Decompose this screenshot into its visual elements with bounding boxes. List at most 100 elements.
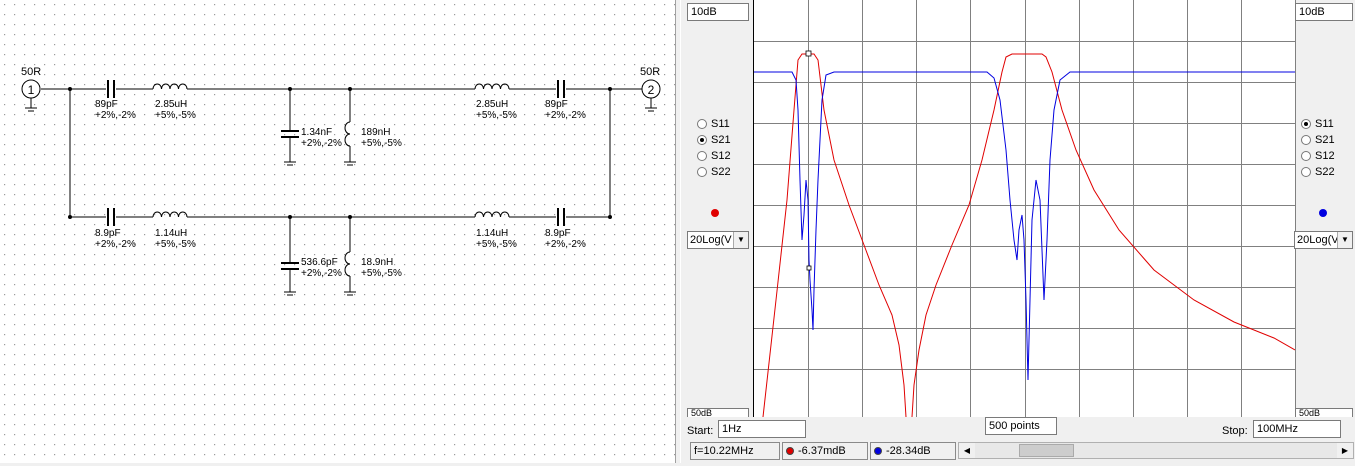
right-param-s22[interactable]: S22: [1301, 164, 1335, 179]
component-value: 189nH: [361, 127, 390, 138]
port-1[interactable]: 1 50R: [21, 66, 41, 99]
component-l3[interactable]: 2.85uH+5%,-5%: [476, 99, 517, 121]
right-param-s12[interactable]: S12: [1301, 148, 1335, 163]
port-2-number: 2: [648, 83, 655, 97]
param-label: S22: [1315, 165, 1335, 178]
status-blue-readout: -28.34dB: [870, 442, 956, 460]
left-param-s21[interactable]: S21: [697, 132, 731, 147]
frequency-readout: f=10.22MHz: [694, 445, 754, 457]
points-input[interactable]: 500 points: [985, 417, 1057, 435]
right-param-s21[interactable]: S21: [1301, 132, 1335, 147]
blue-trace: [754, 71, 1295, 381]
component-tolerance: +5%,-5%: [476, 239, 517, 250]
component-l5[interactable]: 18.9nH+5%,-5%: [361, 257, 402, 279]
port-2-label: 50R: [640, 66, 660, 78]
schematic-grid: [0, 0, 675, 463]
port-1-label: 50R: [21, 66, 41, 78]
radio-button[interactable]: [1301, 118, 1311, 129]
component-l2[interactable]: 189nH+5%,-5%: [361, 127, 402, 149]
component-l6[interactable]: 1.14uH+5%,-5%: [476, 228, 517, 250]
component-tolerance: +2%,-2%: [95, 239, 136, 250]
component-c1[interactable]: 89pF+2%,-2%: [95, 99, 136, 121]
component-tolerance: +5%,-5%: [361, 138, 402, 149]
red-trace: [762, 53, 1296, 418]
left-param-s12[interactable]: S12: [697, 148, 731, 163]
chevron-down-icon[interactable]: ▼: [733, 232, 748, 248]
stop-frequency-input[interactable]: 100MHz: [1253, 420, 1341, 438]
radio-button[interactable]: [1301, 134, 1311, 145]
plot-pane: 10dB S11 S21 S12 S22 20Log(V ▼ 50dB 10dB…: [681, 0, 1355, 463]
component-c5[interactable]: 536.6pF+2%,-2%: [301, 257, 342, 279]
marker-blue: [806, 265, 812, 271]
component-c6[interactable]: 8.9pF+2%,-2%: [545, 228, 586, 250]
right-param-s11[interactable]: S11: [1301, 116, 1334, 131]
status-frequency: f=10.22MHz: [690, 442, 780, 460]
param-label: S21: [1315, 133, 1335, 146]
marker-red: [805, 50, 812, 57]
frequency-scrollbar[interactable]: ◀ ▶: [958, 442, 1354, 459]
left-scale-field[interactable]: 10dB: [687, 3, 749, 21]
scroll-left-icon[interactable]: ◀: [959, 443, 975, 458]
right-format-dropdown[interactable]: 20Log(V ▼: [1294, 231, 1353, 249]
component-tolerance: +2%,-2%: [545, 110, 586, 121]
component-c2[interactable]: 1.34nF+2%,-2%: [301, 127, 342, 149]
dropdown-value: 20Log(V: [1297, 234, 1339, 246]
scroll-thumb[interactable]: [1019, 444, 1074, 457]
red-marker-icon: [786, 447, 794, 455]
stop-label: Stop:: [1222, 425, 1248, 437]
series-capacitors: [107, 80, 565, 226]
plot-area[interactable]: [753, 0, 1296, 418]
pane-splitter[interactable]: [675, 0, 681, 463]
scroll-right-icon[interactable]: ▶: [1337, 443, 1353, 458]
right-scale-field[interactable]: 10dB: [1295, 3, 1353, 21]
component-value: 2.85uH: [476, 99, 508, 110]
component-tolerance: +5%,-5%: [155, 110, 196, 121]
param-label: S12: [711, 149, 731, 162]
series-inductors: [152, 83, 510, 218]
left-param-s11[interactable]: S11: [697, 116, 730, 131]
port-1-number: 1: [28, 83, 35, 97]
component-value: 18.9nH: [361, 257, 393, 268]
dropdown-value: 20Log(V: [690, 234, 732, 246]
chevron-down-icon[interactable]: ▼: [1337, 232, 1352, 248]
component-tolerance: +2%,-2%: [545, 239, 586, 250]
component-c3[interactable]: 89pF+2%,-2%: [545, 99, 586, 121]
start-frequency-input[interactable]: 1Hz: [718, 420, 806, 438]
component-value: 1.34nF: [301, 127, 332, 138]
component-value: 1.14uH: [476, 228, 508, 239]
right-trace-color-dot[interactable]: [1319, 209, 1327, 217]
component-l1[interactable]: 2.85uH+5%,-5%: [155, 99, 196, 121]
radio-button[interactable]: [697, 118, 707, 129]
component-tolerance: +5%,-5%: [361, 268, 402, 279]
component-l4[interactable]: 1.14uH+5%,-5%: [155, 228, 196, 250]
port-2[interactable]: 2 50R: [640, 66, 661, 99]
left-format-dropdown[interactable]: 20Log(V ▼: [687, 231, 749, 249]
radio-button[interactable]: [697, 150, 707, 161]
param-label: S12: [1315, 149, 1335, 162]
component-tolerance: +2%,-2%: [301, 138, 342, 149]
shunt-inductors: [344, 121, 351, 277]
wires: [30, 88, 652, 292]
schematic-drawing: 1 50R 2 50R 89pF+2%,-2% 2.85uH+5%,-5% 1.…: [0, 0, 675, 463]
component-c4[interactable]: 8.9pF+2%,-2%: [95, 228, 136, 250]
left-param-s22[interactable]: S22: [697, 164, 731, 179]
param-label: S11: [1315, 117, 1334, 130]
component-value: 536.6pF: [301, 257, 338, 268]
param-label: S11: [711, 117, 730, 130]
status-red-readout: -6.37mdB: [782, 442, 868, 460]
left-bottom-scale-field[interactable]: 50dB: [687, 408, 749, 417]
left-trace-color-dot[interactable]: [711, 209, 719, 217]
junction-dots: [68, 87, 612, 219]
red-readout-value: -6.37mdB: [798, 445, 846, 457]
radio-button[interactable]: [697, 166, 707, 177]
right-bottom-scale-field[interactable]: 50dB: [1295, 408, 1353, 417]
radio-button[interactable]: [697, 134, 707, 145]
component-value: 8.9pF: [95, 228, 121, 239]
component-tolerance: +2%,-2%: [301, 268, 342, 279]
ground-symbols: [25, 107, 657, 296]
start-label: Start:: [687, 425, 714, 437]
radio-button[interactable]: [1301, 166, 1311, 177]
param-label: S21: [711, 133, 731, 146]
schematic-canvas[interactable]: 1 50R 2 50R 89pF+2%,-2% 2.85uH+5%,-5% 1.…: [0, 0, 675, 463]
radio-button[interactable]: [1301, 150, 1311, 161]
